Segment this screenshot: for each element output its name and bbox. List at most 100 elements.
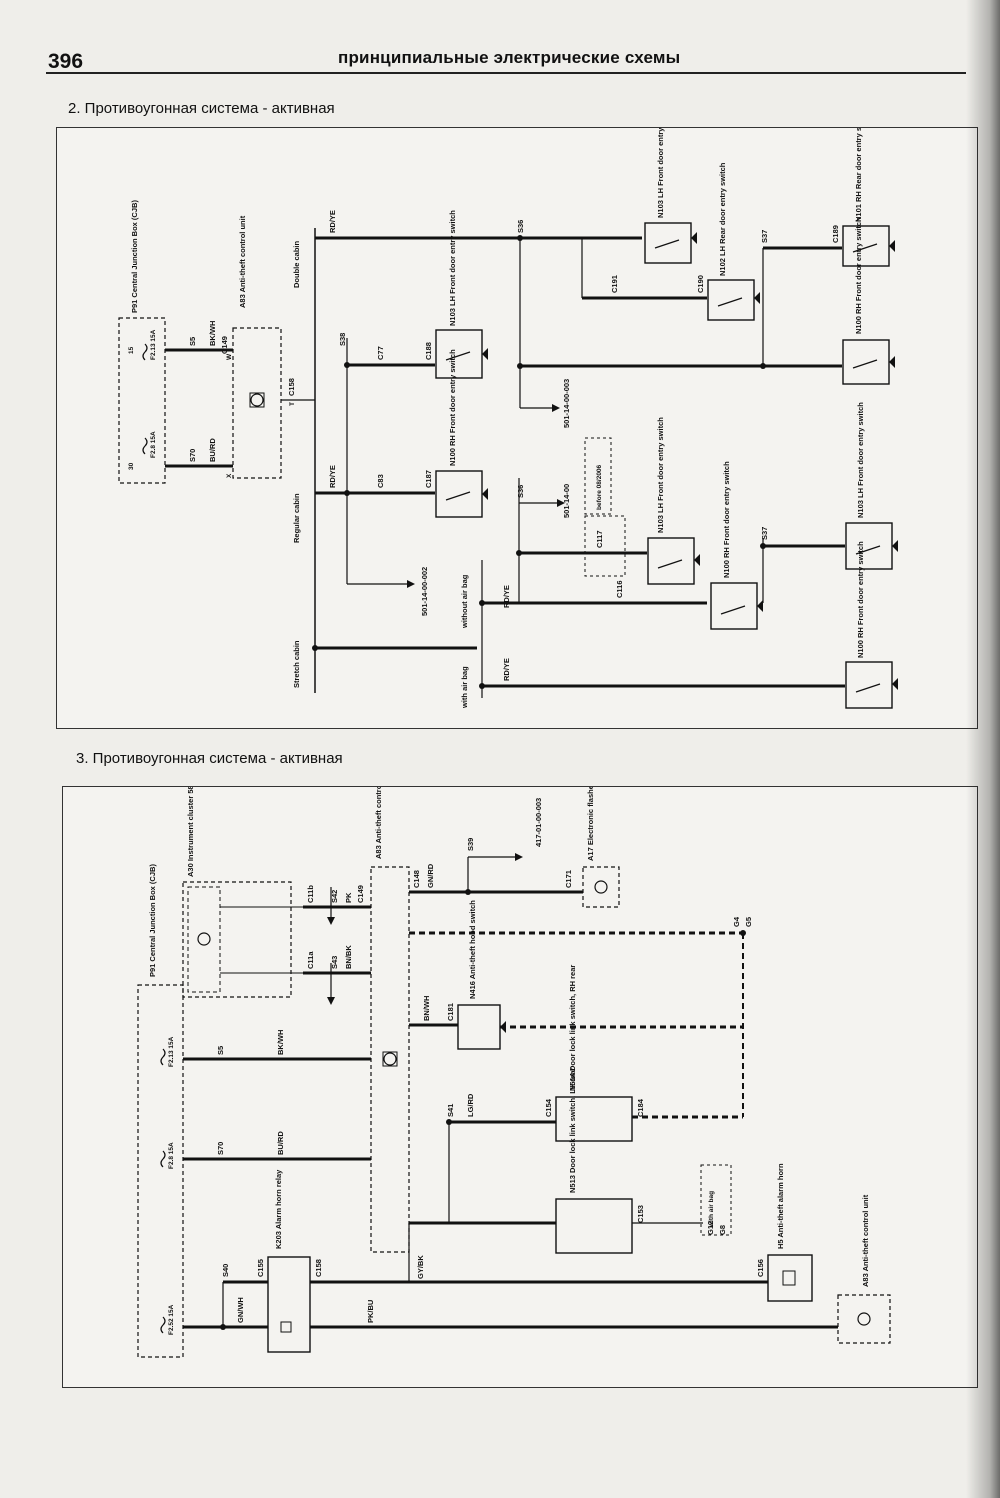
connector-c77: C77	[376, 346, 385, 360]
ref-501-14-00: 501-14-00	[562, 484, 571, 518]
connector-c190: C190	[696, 275, 705, 293]
control-unit-box-3	[370, 866, 410, 1253]
splice-s36-lower: S36	[516, 485, 525, 498]
flasher-box	[582, 866, 620, 908]
fuse-f2-13-3: F2.13 15A	[168, 1036, 175, 1067]
connector-c155: C155	[256, 1259, 265, 1277]
connector-c171: C171	[564, 870, 573, 888]
wire-bk-wh-3: BK/WH	[276, 1030, 285, 1055]
pin-t: T	[289, 402, 296, 406]
control-unit-small-label: A83 Anti-theft control unit	[861, 1194, 870, 1287]
running-head: принципиальные электрические схемы	[338, 48, 681, 67]
control-unit-box	[232, 327, 282, 479]
wire-rd-ye-without-bag: RD/YE	[502, 585, 511, 608]
instrument-cluster-box	[182, 881, 292, 998]
rh-front-door-switch-top	[842, 339, 890, 385]
door-lock-lh-label: N513 Door lock link switch, LH rear	[568, 1067, 577, 1193]
ground-g4: G4	[732, 916, 741, 927]
splice-s37: S37	[760, 230, 769, 243]
horn-label: H5 Anti-theft alarm horn	[776, 1163, 785, 1249]
splice-s36: S36	[516, 220, 525, 233]
lh-front-door-switch-reg	[435, 329, 483, 379]
ground-g12: G12	[706, 1221, 715, 1235]
wire-bn-wh: BN/WH	[422, 996, 431, 1021]
ground-g8: G8	[718, 1225, 727, 1235]
switch-lh-front-lower: N103 LH Front door entry switch	[856, 402, 865, 518]
wire-bn-bk: BN/BK	[344, 945, 353, 969]
wire-rd-ye-with-bag: RD/YE	[502, 658, 511, 681]
cabin-label-stretch: Stretch cabin	[292, 640, 301, 688]
switch-lh-front-reg: N103 LH Front door entry switch	[448, 210, 457, 326]
ref-417-01-00-003: 417-01-00-003	[534, 798, 543, 847]
fuse-f2-8: F2.8 15A	[150, 431, 157, 458]
page-number: 396	[48, 50, 84, 73]
lh-rear-door-switch	[707, 279, 755, 321]
splice-s40: S40	[221, 1264, 230, 1277]
rh-front-door-switch-reg	[435, 470, 483, 518]
connector-c149: C149	[220, 336, 229, 354]
splice-s70: S70	[188, 449, 197, 462]
ref-501-14-00-002: 501-14-00-002	[420, 567, 429, 616]
connector-c181: C181	[446, 1003, 455, 1021]
connector-c189: C189	[831, 225, 840, 243]
wire-pk-bu: PK/BU	[366, 1300, 375, 1323]
splice-s43: S43	[330, 956, 339, 969]
note-before-08-2006: before 08/2006	[596, 464, 603, 510]
connector-c158-3: C158	[314, 1259, 323, 1277]
switch-rh-front-reg: N100 RH Front door entry switch	[448, 349, 457, 466]
splice-s70-3: S70	[216, 1142, 225, 1155]
diagram-3-frame: P91 Central Junction Box (CJB) F2.13 15A…	[62, 786, 978, 1388]
flasher-label: A17 Electronic flasher module	[586, 787, 595, 861]
relay-label: K203 Alarm horn relay	[274, 1169, 283, 1249]
bag-label-with: with air bag	[460, 666, 469, 709]
header-rule	[46, 72, 966, 74]
with-air-bag-box	[700, 1164, 732, 1236]
connector-c117: C117	[595, 530, 604, 548]
pin-x: X	[226, 473, 233, 478]
pin-30: 30	[128, 462, 135, 470]
control-unit-label: A83 Anti-theft control unit	[238, 215, 247, 308]
rh-rear-door-switch	[842, 225, 890, 267]
switch-rh-front-stretch: N100 RH Front door entry switch	[722, 461, 731, 578]
switch-rh-rear: N101 RH Rear door entry switch	[854, 128, 863, 222]
lh-front-door-switch-top	[644, 222, 692, 264]
wire-gn-wh: GN/WH	[236, 1297, 245, 1323]
wire-rd-ye-regular: RD/YE	[328, 465, 337, 488]
wire-lg-rd: LG/RD	[466, 1093, 475, 1117]
connector-c148: C148	[412, 870, 421, 888]
connector-c83: C83	[376, 474, 385, 488]
switch-lh-front-stretch: N103 LH Front door entry switch	[656, 417, 665, 533]
connector-c11b: C11b	[306, 885, 315, 903]
lh-front-door-switch-stretch	[647, 537, 695, 585]
control-unit-label-3: A83 Anti-theft control unit	[374, 787, 383, 859]
wire-bu-rd: BU/RD	[208, 438, 217, 462]
switch-rh-front-lower: N100 RH Front door entry switch	[856, 541, 865, 658]
lh-front-door-switch-lower	[845, 522, 893, 570]
splice-s5: S5	[188, 337, 197, 346]
cabin-label-regular: Regular cabin	[292, 493, 301, 543]
connector-c184: C184	[636, 1098, 645, 1117]
splice-s39: S39	[466, 838, 475, 851]
switch-rh-front-top: N100 RH Front door entry switch	[854, 217, 863, 334]
splice-s5-3: S5	[216, 1046, 225, 1055]
wire-rd-ye-double: RD/YE	[328, 210, 337, 233]
ground-g5: G5	[744, 917, 753, 927]
alarm-horn-box	[767, 1254, 813, 1302]
cjb-box	[118, 317, 166, 484]
wire-bu-rd-3: BU/RD	[276, 1131, 285, 1155]
wire-gn-rd: GN/RD	[426, 863, 435, 888]
switch-lh-front-top: N103 LH Front door entry switch	[656, 128, 665, 218]
alarm-relay-box	[267, 1256, 311, 1353]
connector-c149-3: C149	[356, 885, 365, 903]
connector-c191: C191	[610, 275, 619, 293]
splice-s41: S41	[446, 1104, 455, 1117]
cjb-label: P91 Central Junction Box (CJB)	[130, 200, 139, 313]
fuse-f2-8-3: F2.8 15A	[168, 1142, 175, 1169]
diagram-2-svg: Double cabin Regular cabin Stretch cabin…	[118, 128, 898, 709]
diagram-3-title: 3. Противоугонная система - активная	[76, 750, 343, 767]
diagram-2-title: 2. Противоугонная система - активная	[68, 100, 335, 117]
bag-label-without: without air bag	[460, 574, 469, 629]
splice-s37-lower: S37	[760, 527, 769, 540]
wire-bk-wh: BK/WH	[208, 321, 217, 346]
rh-front-door-switch-lower	[845, 661, 893, 709]
